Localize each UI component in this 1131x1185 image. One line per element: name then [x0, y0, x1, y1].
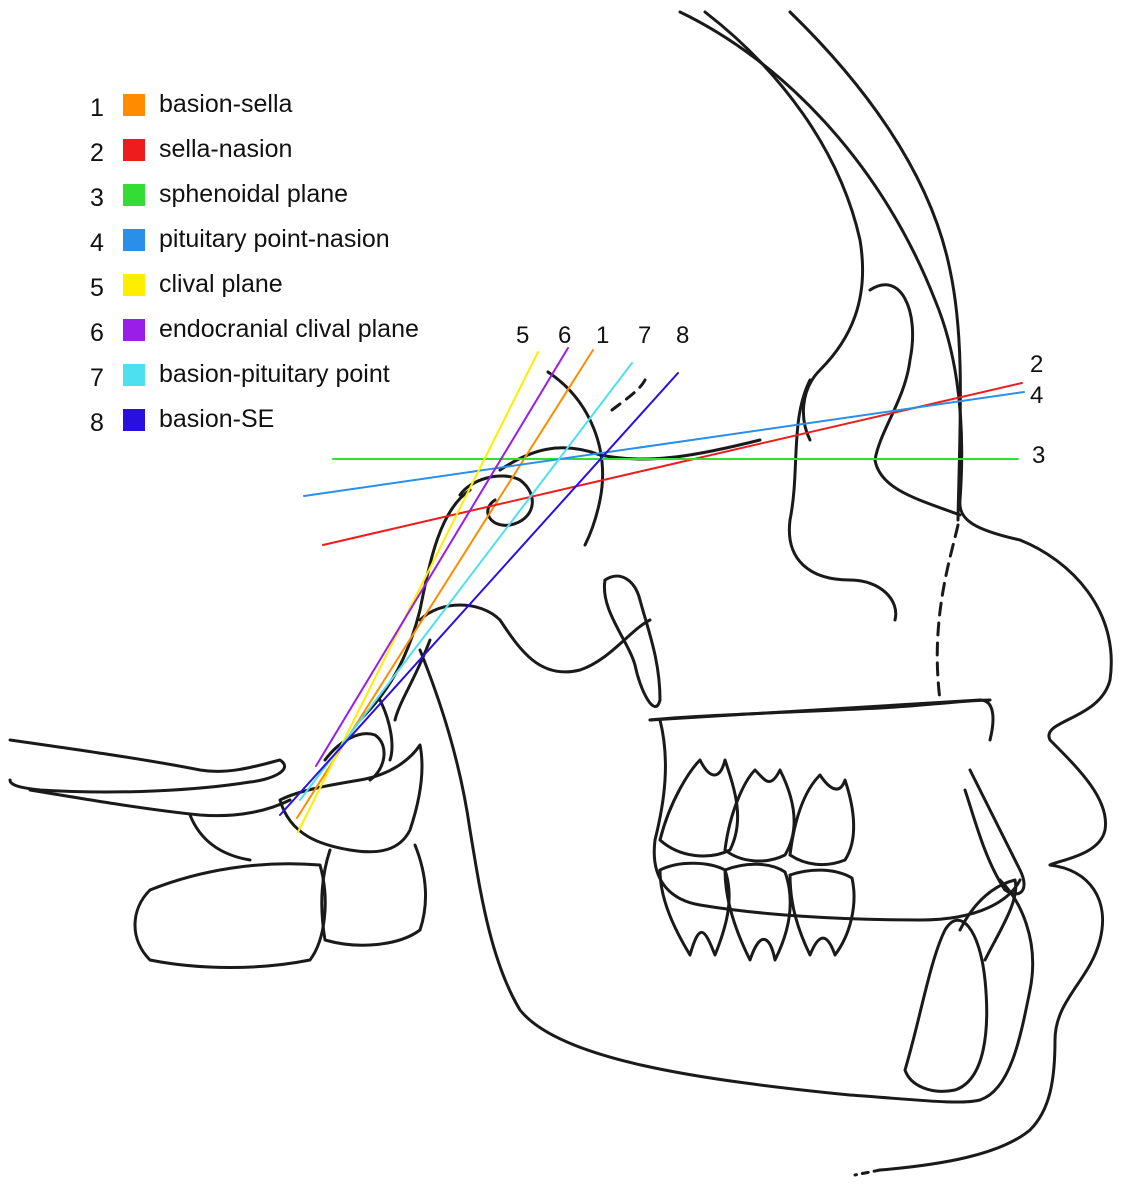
legend-number: 2 — [90, 139, 104, 168]
line-label-top-5: 5 — [516, 322, 529, 349]
upper-molar-2 — [725, 770, 794, 861]
legend-swatch — [123, 94, 145, 116]
legend-label: sella-nasion — [159, 135, 292, 164]
sphenoid-dash — [612, 380, 645, 410]
maxilla — [654, 720, 1020, 920]
occipital — [380, 700, 392, 760]
coronoid — [650, 700, 993, 740]
legend-swatch — [123, 364, 145, 386]
legend-label: basion-SE — [159, 405, 274, 434]
line-label-right-2: 2 — [1030, 351, 1043, 378]
line-label-top-6: 6 — [558, 322, 571, 349]
chin-dash — [855, 1170, 880, 1175]
c3-vertebra — [135, 864, 325, 968]
c2-spinous — [190, 815, 250, 860]
legend-number: 7 — [90, 364, 104, 393]
chin — [980, 880, 1033, 1100]
sella-turcica — [460, 476, 532, 525]
legend-swatch — [123, 409, 145, 431]
legend-number: 5 — [90, 274, 104, 303]
legend-label: basion-sella — [159, 90, 292, 119]
line-label-right-3: 3 — [1032, 442, 1045, 469]
anterior-clinoid — [500, 440, 760, 470]
symphysis — [905, 920, 987, 1091]
legend-number: 3 — [90, 184, 104, 213]
legend-label: sphenoidal plane — [159, 180, 348, 209]
frontal-bone — [705, 12, 863, 440]
legend-number: 6 — [90, 319, 104, 348]
petrous-ridge — [420, 605, 650, 672]
legend-label: endocranial clival plane — [159, 315, 419, 344]
cranial-vault-inner — [790, 12, 960, 520]
legend-number: 4 — [90, 229, 104, 258]
legend-swatch — [123, 229, 145, 251]
lower-molar-3 — [790, 870, 854, 955]
c2-vertebra — [322, 845, 426, 945]
legend-swatch — [123, 139, 145, 161]
line-label-top-1: 1 — [596, 322, 609, 349]
atlas — [10, 740, 285, 792]
legend-number: 1 — [90, 94, 104, 123]
upper-incisor — [965, 770, 1024, 894]
legend-label: basion-pituitary point — [159, 360, 390, 389]
legend-label: pituitary point-nasion — [159, 225, 390, 254]
legend-swatch — [123, 274, 145, 296]
line-basion-se — [280, 373, 678, 815]
soft-tissue-lower — [880, 865, 1103, 1170]
legend-label: clival plane — [159, 270, 283, 299]
line-basion-pituitary-point — [300, 363, 632, 800]
legend-number: 8 — [90, 409, 104, 438]
line-clival-plane — [298, 352, 538, 832]
line-label-top-7: 7 — [638, 322, 651, 349]
upper-molar-3 — [790, 775, 854, 865]
legend-swatch — [123, 319, 145, 341]
legend-swatch — [123, 184, 145, 206]
line-label-right-4: 4 — [1030, 382, 1043, 409]
pterygoid-loop — [604, 576, 660, 706]
line-endocranial-clival-plane — [316, 348, 568, 766]
line-label-top-8: 8 — [676, 322, 689, 349]
nasal-profile — [937, 525, 958, 700]
atlas-lower — [30, 790, 290, 816]
palate — [650, 700, 990, 720]
line-pituitary-point-nasion — [304, 392, 1024, 496]
